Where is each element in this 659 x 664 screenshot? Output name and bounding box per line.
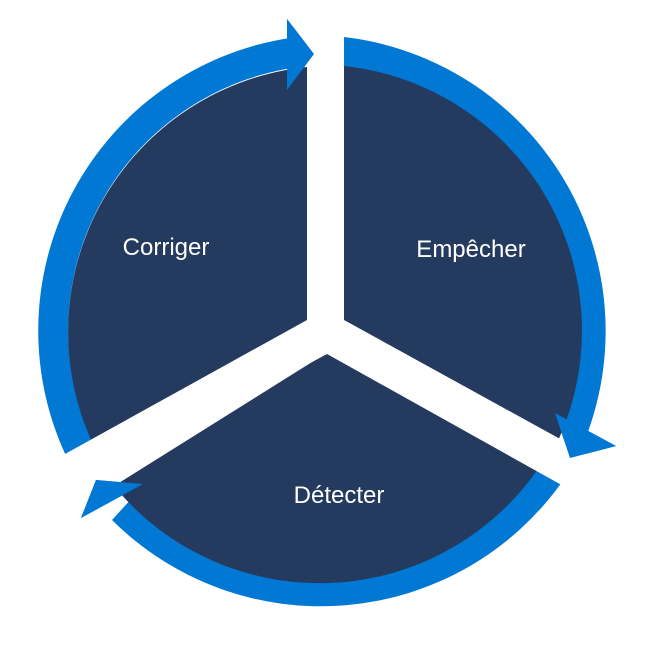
segment-prevent <box>344 66 582 445</box>
arrow-head-right-front-icon <box>555 413 616 458</box>
cycle-segments <box>68 66 582 584</box>
ring-arc-correct <box>38 38 292 460</box>
arrow-head-top-front-icon <box>287 19 314 90</box>
gap-top <box>307 0 344 325</box>
gap-left <box>0 320 330 530</box>
gap-right <box>324 320 659 540</box>
segment-label-prevent: Empêcher <box>416 236 526 263</box>
segment-label-correct: Corriger <box>122 234 210 261</box>
cycle-arrows-front <box>81 19 616 518</box>
cycle-ring <box>38 37 606 607</box>
cycle-gaps <box>0 0 659 540</box>
ring-arc-detect <box>112 465 562 607</box>
segment-correct <box>68 67 307 444</box>
ring-arc-prevent <box>344 37 606 437</box>
arrow-head-left-front-icon <box>81 480 143 518</box>
segment-label-detect: Détecter <box>293 482 385 509</box>
